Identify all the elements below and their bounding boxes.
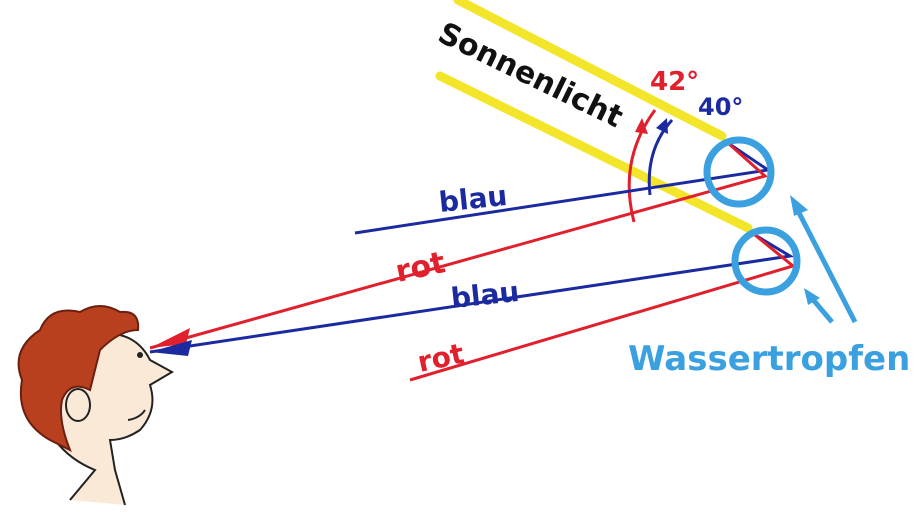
angle-42-label: 42° bbox=[650, 67, 699, 97]
sunlight-ray-bottom bbox=[435, 71, 753, 233]
angle-40-label: 40° bbox=[698, 93, 743, 121]
red-ray-bottom bbox=[409, 233, 797, 382]
arrowhead-icon bbox=[635, 118, 648, 134]
blue-ray-bottom bbox=[149, 233, 795, 354]
water-droplet-top bbox=[703, 136, 775, 208]
sunlight-ray-top bbox=[453, 0, 727, 141]
red-arrowhead-icon bbox=[150, 328, 190, 348]
arrowhead-icon bbox=[656, 118, 668, 134]
red-ray-top bbox=[149, 141, 769, 350]
water-droplet-bottom bbox=[731, 226, 801, 296]
angle-arc-42 bbox=[627, 109, 657, 223]
droplet-arrow bbox=[792, 203, 858, 324]
observer-head bbox=[17, 305, 175, 506]
blue-label-top: blau bbox=[437, 179, 509, 219]
blue-arrowhead-icon bbox=[150, 340, 192, 356]
blue-label-bottom: blau bbox=[449, 275, 521, 315]
red-label-bottom: rot bbox=[415, 337, 467, 379]
eye-icon bbox=[137, 352, 143, 358]
arrowhead-icon bbox=[804, 288, 820, 305]
red-label-top: rot bbox=[392, 245, 448, 290]
arrowhead-icon bbox=[790, 195, 808, 216]
blue-ray-top bbox=[354, 141, 773, 235]
droplets-label: Wassertropfen bbox=[628, 339, 910, 379]
